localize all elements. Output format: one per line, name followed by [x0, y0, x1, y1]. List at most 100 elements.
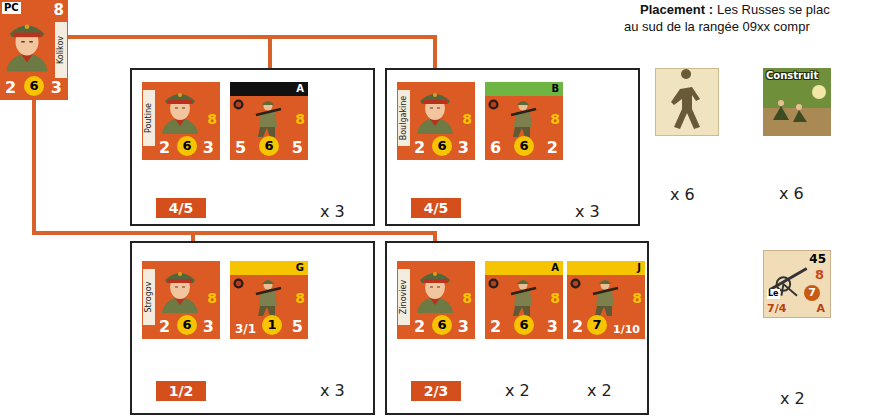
unit-counter: J 8 27 1/10: [567, 261, 645, 339]
counter-value: 6: [490, 140, 501, 156]
command-link: [68, 37, 270, 68]
counter-value: 6: [177, 315, 197, 335]
counter-value: 6: [24, 76, 44, 96]
counter-value: 6: [432, 315, 452, 335]
leader-counter: Boulgakine8263: [397, 82, 475, 160]
counter-quantity: x 3: [320, 383, 345, 399]
placement-note: Placement :: [640, 3, 713, 16]
soldier-figure: [248, 276, 288, 316]
counter-value: 1/10: [613, 324, 640, 335]
leader-portrait: [160, 264, 200, 314]
counter-value: 2: [159, 319, 170, 335]
unit-counter: A 8 565: [230, 82, 308, 160]
morale-value: 8: [295, 291, 305, 305]
soldier-figure: [503, 276, 543, 316]
counter-value: 6: [514, 315, 534, 335]
unit-letter: A: [551, 263, 559, 273]
gun-type: Le: [767, 289, 780, 299]
placement-note: Les Russes se plac: [717, 3, 830, 16]
unit-emblem: [488, 278, 499, 289]
unit-letter: J: [637, 263, 641, 273]
counter-value: 3: [203, 319, 214, 335]
leader-counter: Poutine 8 263: [142, 82, 220, 160]
counter-value: 2: [414, 319, 425, 335]
soldier-figure: [248, 97, 288, 137]
counter-quantity: x 3: [575, 204, 600, 220]
counter-value: 2: [5, 80, 16, 96]
soldier-figure: [503, 97, 543, 137]
counter-value: 2: [159, 140, 170, 156]
morale-value: 8: [207, 291, 217, 305]
counter-quantity: x 6: [779, 186, 804, 202]
soldier-figure: [585, 276, 625, 316]
counter-value: 5: [292, 319, 303, 335]
counter-quantity: x 2: [505, 383, 530, 399]
group-box: 2/3x 2x 2Zinoviev8263A8263J8271/10: [385, 241, 649, 415]
unit-counter: G 8 3/1 15: [230, 261, 308, 339]
morale-value: 8: [295, 112, 305, 126]
counter-quantity: x 3: [320, 204, 345, 220]
morale-value: 8: [550, 291, 560, 305]
counter-value: 7/4: [767, 303, 786, 314]
unit-letter: B: [551, 84, 559, 94]
counter-value: 5: [292, 140, 303, 156]
counter-value: 6: [514, 136, 534, 156]
morale-value: 8: [462, 112, 472, 126]
unit-counter: B8662: [485, 82, 563, 160]
counter-title: Construit: [766, 71, 818, 81]
unit-letter: G: [296, 263, 304, 273]
counter-value: 6: [177, 136, 197, 156]
counter-value: 8: [815, 268, 824, 281]
leader-name: Poutine: [143, 90, 155, 146]
gun-calibre: 45: [809, 253, 826, 265]
soldier-silhouette: [656, 69, 718, 135]
morale-value: 8: [550, 112, 560, 126]
leader-counter: PC8Kolikov263: [0, 0, 68, 100]
counter-quantity: x 2: [587, 383, 612, 399]
counter-value: 2: [572, 319, 583, 335]
leader-name: Strogov: [143, 269, 155, 325]
command-link: [68, 37, 435, 68]
unit-emblem: [233, 99, 244, 110]
unit-emblem: [488, 99, 499, 110]
counter-value: 7: [804, 285, 820, 301]
counter-value: 3/1: [235, 323, 256, 335]
leader-name: Zinoviev: [398, 269, 410, 325]
counter-value: 2: [490, 319, 501, 335]
unit-letter: A: [296, 84, 304, 94]
leader-counter: Zinoviev 8 263: [397, 261, 475, 339]
counter-quantity: x 2: [780, 391, 805, 407]
counter-value: 1: [262, 315, 282, 335]
counter-value: 3: [203, 140, 214, 156]
leader-portrait: [4, 16, 50, 72]
leader-counter: Strogov 8 263: [142, 261, 220, 339]
counter-value: 6: [259, 136, 279, 156]
counter-value: A: [816, 303, 825, 314]
gun-counter: 4587Le7/4Ax 2: [763, 250, 831, 318]
group-box: 4/5x 3Poutine8263A8565: [130, 68, 375, 226]
leader-name: Boulgakine: [398, 90, 410, 146]
leader-portrait: [415, 264, 455, 314]
command-range: 2/3: [411, 381, 461, 401]
morale-value: 8: [632, 291, 642, 305]
counter-value: 2: [547, 140, 558, 156]
group-box: 1/2 x 3 Strogov 8 263 G 8 3/1 15: [130, 241, 375, 415]
marker-counter: x 6: [655, 68, 719, 136]
morale-value: 8: [462, 291, 472, 305]
command-range: 1/2: [156, 381, 206, 401]
counter-value: 3: [51, 80, 62, 96]
counter-value: 3: [458, 319, 469, 335]
unit-counter: A8263: [485, 261, 563, 339]
counter-value: 5: [235, 140, 246, 156]
leader-portrait: [415, 85, 455, 135]
construction-counter: Construitx 6: [763, 68, 831, 136]
unit-band: [485, 82, 563, 96]
leader-name: Kolikov: [55, 22, 67, 78]
morale-value: 8: [207, 112, 217, 126]
unit-emblem: [233, 278, 244, 289]
command-range: 4/5: [156, 198, 206, 218]
counter-value: 7: [587, 315, 607, 335]
leader-portrait: [160, 85, 200, 135]
hq-marker: PC: [2, 2, 21, 14]
placement-note: au sud de la rangée 09xx compr: [624, 20, 810, 33]
